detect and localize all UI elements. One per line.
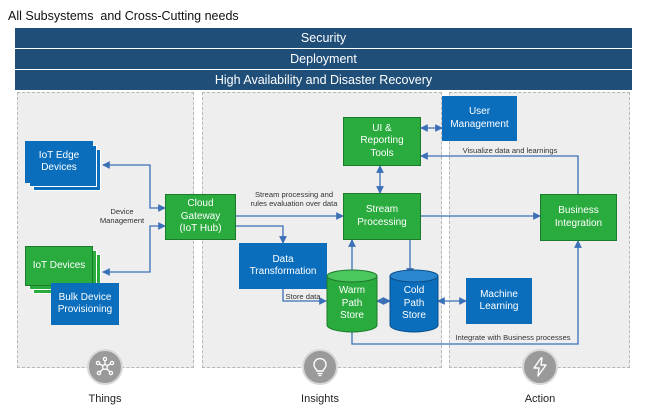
- cold-store-label: Cold Path Store: [402, 285, 426, 321]
- ui-reporting-tools-box: UI & Reporting Tools: [343, 117, 421, 166]
- iot-devices-box: IoT Devices: [25, 246, 93, 286]
- stream-rules-label: Stream processing and rules evaluation o…: [250, 190, 338, 209]
- footer-insights: Insights: [301, 393, 339, 405]
- visualize-label: Visualize data and learnings: [462, 146, 558, 155]
- band-deployment: Deployment: [15, 49, 632, 69]
- warm-store-cylinder: [326, 269, 378, 333]
- data-transformation-box: Data Transformation: [239, 243, 327, 289]
- device-management-label: Device Management: [99, 207, 145, 226]
- store-data-label: Store data: [285, 292, 321, 301]
- band-security: Security: [15, 28, 632, 48]
- warm-store-label: Warm Path Store: [338, 285, 366, 321]
- band-high-availability: High Availability and Disaster Recovery: [15, 70, 632, 90]
- lightbulb-icon: [302, 349, 338, 385]
- edge-gateway-link: [102, 161, 166, 212]
- iot-edge-devices-box: IoT Edge Devices: [25, 141, 93, 183]
- cold-store-cylinder: [389, 269, 439, 333]
- bulk-provisioning-box: Bulk Device Provisioning: [51, 283, 119, 325]
- gateway-transform-link: [236, 225, 287, 244]
- diagram-title: All Subsystems and Cross-Cutting needs: [8, 9, 239, 23]
- cloud-gateway-box: Cloud Gateway (IoT Hub): [165, 194, 236, 240]
- warm-business-link: [351, 240, 582, 345]
- machine-learning-box: Machine Learning: [466, 278, 532, 324]
- network-nodes-icon: [87, 349, 123, 385]
- integrate-label: Integrate with Business processes: [455, 333, 571, 342]
- lightning-icon: [522, 349, 558, 385]
- business-integration-box: Business Integration: [540, 194, 617, 241]
- footer-action: Action: [524, 393, 556, 405]
- stream-processing-box: Stream Processing: [343, 193, 421, 240]
- devices-gateway-link: [102, 222, 166, 276]
- transform-warm-link: [282, 289, 327, 305]
- user-management-box: User Management: [442, 96, 517, 141]
- business-ui-link: [420, 152, 579, 194]
- footer-things: Things: [88, 393, 122, 405]
